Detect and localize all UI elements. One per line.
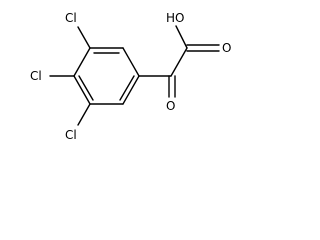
ring-bond-e-f-inner [78, 75, 94, 101]
ring-bond-c-d [122, 75, 140, 105]
ring-bond-f-a [73, 47, 91, 77]
bond-keto-acid [170, 47, 188, 77]
ring-bond-b-c [122, 47, 140, 77]
bond-cl-top [77, 26, 91, 49]
atom-label-hydroxyl: HO [166, 11, 184, 25]
atom-label-cl-top: Cl [65, 11, 77, 25]
benzene-ring [73, 47, 140, 105]
atom-label-cl-bottom: Cl [65, 128, 77, 142]
atom-label-cl-left: Cl [30, 69, 42, 83]
structure-svg: Cl Cl Cl HO O O [30, 11, 231, 142]
bond-cl-bottom [77, 103, 91, 126]
ring-bond-c-d-inner [119, 75, 135, 101]
bond-acid-hydroxyl [175, 25, 188, 49]
molecule-diagram: Cl Cl Cl HO O O [0, 0, 242, 156]
atom-label-acid-oxygen: O [222, 41, 231, 55]
ring-bond-e-f [73, 75, 91, 105]
atom-label-keto-oxygen: O [166, 99, 175, 113]
